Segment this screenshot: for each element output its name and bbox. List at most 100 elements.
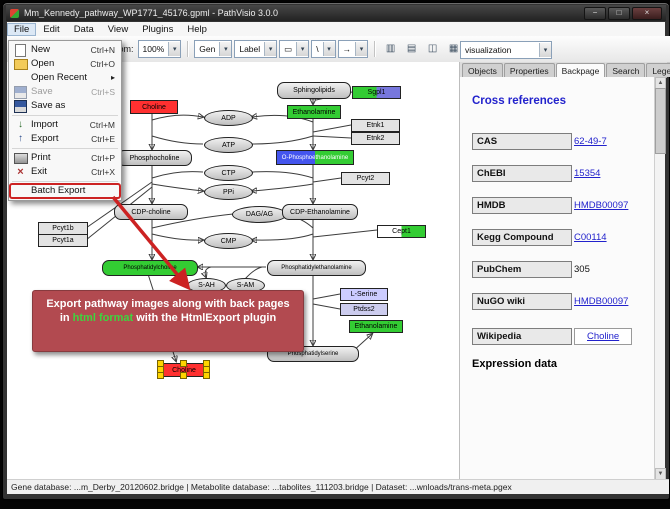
pathway-node-phosphatidylethanolamine[interactable]: Phosphatidylethanolamine: [267, 260, 366, 276]
distribute-vertical-icon-button[interactable]: ▦: [444, 40, 463, 58]
pathway-node-dag-ag[interactable]: DAG/AG: [232, 206, 287, 223]
tab-objects[interactable]: Objects: [462, 63, 503, 77]
menu-data[interactable]: Data: [73, 23, 94, 35]
pathway-node-cdp-ethanolamine[interactable]: CDP-Ethanolamine: [282, 204, 358, 220]
menu-help[interactable]: Help: [187, 23, 207, 35]
align-horizontal-icon-button[interactable]: ▥: [381, 40, 400, 58]
reference-id[interactable]: C00114: [574, 232, 607, 243]
cross-references-heading: Cross references: [472, 95, 566, 107]
pathway-node-ethanolamine-top[interactable]: Ethanolamine: [287, 105, 341, 119]
side-panel: ObjectsPropertiesBackpageSearchLegend Cr…: [460, 62, 670, 480]
selection-handle[interactable]: [203, 372, 210, 379]
tab-properties[interactable]: Properties: [503, 63, 555, 77]
callout-text-after: with the HtmlExport plugin: [133, 312, 277, 325]
pathway-node-sgpl1[interactable]: Sgpl1: [352, 86, 401, 99]
file-menu-batch-export[interactable]: Batch Export: [9, 183, 121, 199]
menu-separator: [12, 181, 118, 182]
distribute-horizontal-icon-button[interactable]: ◫: [423, 40, 442, 58]
pathway-node-ptdss2[interactable]: Ptdss2: [340, 303, 388, 316]
titlebar[interactable]: Mm_Kennedy_pathway_WP1771_45176.gpml - P…: [6, 5, 666, 21]
align-vertical-icon-button[interactable]: ▤: [402, 40, 421, 58]
reference-source: HMDB: [472, 197, 572, 214]
pathway-node-adp[interactable]: ADP: [204, 110, 253, 126]
align-vertical-icon: ▤: [406, 43, 417, 54]
reference-source: CAS: [472, 133, 572, 150]
pathway-node-etnk2[interactable]: Etnk2: [351, 132, 400, 145]
reference-id[interactable]: 62-49-7: [574, 136, 607, 147]
tab-backpage[interactable]: Backpage: [555, 63, 606, 78]
pathway-node-o-phosphoethanolamine[interactable]: O-Phosphoethanolamine: [276, 150, 354, 165]
menu-plugins[interactable]: Plugins: [142, 23, 174, 35]
reference-id[interactable]: HMDB00097: [574, 296, 629, 307]
file-menu-save-as[interactable]: Save as: [10, 99, 120, 113]
minimize-button[interactable]: −: [584, 6, 606, 20]
reference-id[interactable]: Choline: [574, 328, 633, 345]
tab-legend[interactable]: Legend: [646, 63, 670, 77]
side-panel-scrollbar[interactable]: ▲ ▼: [654, 77, 666, 480]
pathway-node-l-serine[interactable]: L-Serine: [340, 288, 388, 301]
reference-id[interactable]: HMDB00097: [574, 200, 629, 211]
menu-separator: [12, 148, 118, 149]
pathway-node-cept1[interactable]: Cept1: [377, 225, 426, 238]
shape-tool-combo[interactable]: ▭▾: [279, 40, 310, 58]
pathway-node-choline-top[interactable]: Choline: [130, 100, 178, 114]
pathway-node-ethanolamine-mid[interactable]: Ethanolamine: [349, 320, 403, 333]
tab-search[interactable]: Search: [606, 63, 646, 77]
chevron-down-icon: ▾: [219, 42, 232, 56]
arrow-tool-combo[interactable]: →▾: [337, 40, 369, 58]
save-icon: [14, 85, 27, 99]
selection-handle[interactable]: [180, 372, 187, 379]
maximize-button[interactable]: □: [608, 6, 630, 20]
pathway-node-pcyt1a[interactable]: Pcyt1a: [38, 234, 88, 247]
reference-source: Kegg Compound: [472, 229, 572, 246]
selection-handle[interactable]: [157, 372, 164, 379]
menu-view[interactable]: View: [107, 23, 129, 35]
import-icon: [18, 118, 23, 132]
label-tool-combo[interactable]: Label▾: [234, 40, 278, 58]
visualization-combo[interactable]: visualization ▾: [460, 41, 552, 59]
pathway-node-etnk1[interactable]: Etnk1: [351, 119, 400, 132]
pathway-node-atp[interactable]: ATP: [204, 137, 253, 153]
reference-id: 305: [574, 264, 590, 275]
selection-handle[interactable]: [180, 360, 187, 367]
pathway-node-ctp[interactable]: CTP: [204, 165, 253, 181]
pathway-node-phosphatidylcholine[interactable]: Phosphatidylcholine: [102, 260, 198, 276]
line-tool-combo[interactable]: \▾: [311, 40, 336, 58]
pathway-node-cdp-choline[interactable]: CDP-choline: [114, 204, 188, 220]
zoom-combo[interactable]: 100%▾: [137, 40, 182, 58]
menu-item-label: New: [31, 44, 51, 55]
menu-item-shortcut: Ctrl+O: [90, 59, 115, 69]
file-menu-open-recent[interactable]: Open Recent▸: [10, 71, 120, 85]
window-controls: − □ ×: [584, 6, 662, 20]
gene-tool-combo[interactable]: Gen▾: [194, 40, 233, 58]
menu-item-label: Save as: [31, 100, 66, 111]
callout-highlight: html format: [72, 312, 134, 325]
close-button[interactable]: ×: [632, 6, 662, 20]
save-as-icon: [14, 99, 27, 113]
menu-edit[interactable]: Edit: [43, 23, 60, 35]
pathway-node-phosphocholine[interactable]: Phosphocholine: [117, 150, 192, 166]
pathway-node-sphingolipids[interactable]: Sphingolipids: [277, 82, 351, 99]
pathway-node-ppi[interactable]: PPi: [204, 184, 253, 200]
pathway-node-cmp[interactable]: CMP: [204, 233, 253, 249]
side-tabs: ObjectsPropertiesBackpageSearchLegend: [460, 62, 670, 78]
reference-id[interactable]: 15354: [574, 168, 601, 179]
menu-file[interactable]: File: [7, 22, 37, 36]
scrollbar-thumb[interactable]: [655, 88, 666, 154]
menu-item-label: Batch Export: [31, 185, 86, 196]
pathway-node-pcyt2[interactable]: Pcyt2: [341, 172, 390, 185]
print-icon: [13, 152, 28, 164]
